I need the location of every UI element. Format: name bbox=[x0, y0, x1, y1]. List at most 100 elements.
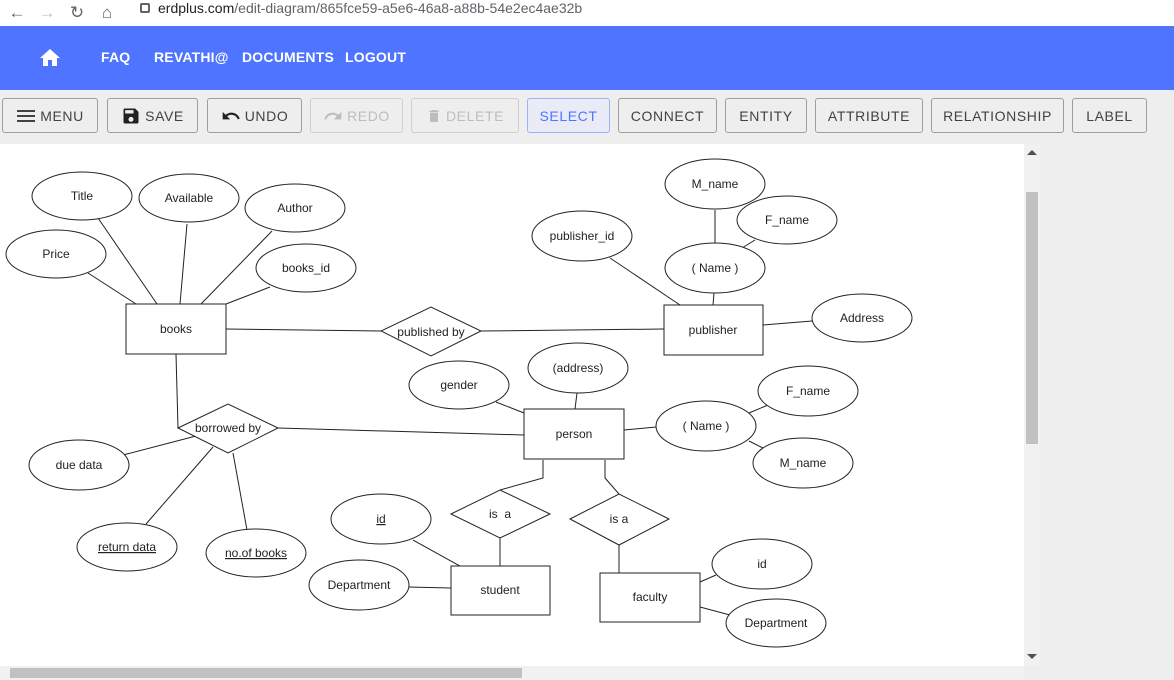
attribute-f-name-person-label: F_name bbox=[786, 384, 830, 398]
undo-button[interactable]: UNDO bbox=[207, 98, 302, 133]
reload-icon[interactable]: ↻ bbox=[69, 3, 85, 22]
hamburger-icon bbox=[17, 109, 36, 122]
attribute-label: ATTRIBUTE bbox=[827, 107, 911, 124]
forward-icon[interactable]: → bbox=[38, 3, 56, 22]
address-bar[interactable]: erdplus.com/edit-diagram/865fce59-a5e6-4… bbox=[134, 0, 582, 20]
attribute-title-label: Title bbox=[71, 189, 94, 203]
attribute-m-name-person[interactable]: M_name bbox=[752, 437, 854, 489]
label-label: LABEL bbox=[1086, 107, 1133, 124]
relationship-button[interactable]: RELATIONSHIP bbox=[931, 98, 1064, 133]
attribute-student-department[interactable]: Department bbox=[308, 559, 410, 611]
save-label: SAVE bbox=[145, 107, 184, 124]
diagram-canvas[interactable]: books publisher person student faculty p… bbox=[0, 144, 1024, 666]
entity-faculty[interactable]: faculty bbox=[599, 572, 701, 623]
redo-icon bbox=[324, 111, 342, 119]
attribute-available-label: Available bbox=[165, 191, 214, 205]
er-diagram[interactable]: books publisher person student faculty p… bbox=[0, 144, 1024, 666]
attribute-m-name-person-label: M_name bbox=[780, 456, 827, 470]
attribute-no-of-books-label: no.of books bbox=[225, 546, 287, 560]
horizontal-scrollbar[interactable] bbox=[0, 666, 1024, 680]
relationship-borrowed-by-label: borrowed by bbox=[195, 421, 261, 435]
save-button[interactable]: SAVE bbox=[107, 98, 198, 133]
attribute-name-publisher[interactable]: ( Name ) bbox=[664, 242, 766, 294]
entity-button[interactable]: ENTITY bbox=[725, 98, 807, 133]
nav-logout[interactable]: LOGOUT bbox=[345, 49, 407, 65]
attribute-name-publisher-label: ( Name ) bbox=[692, 261, 739, 275]
vertical-scroll-thumb[interactable] bbox=[1026, 192, 1038, 444]
relationship-label: RELATIONSHIP bbox=[943, 107, 1052, 124]
relationship-is-a-faculty[interactable]: is a bbox=[568, 493, 671, 546]
attribute-m-name-publisher[interactable]: M_name bbox=[664, 158, 766, 210]
menu-label: MENU bbox=[40, 107, 84, 124]
attribute-due-data[interactable]: due data bbox=[28, 439, 130, 491]
save-icon bbox=[123, 108, 139, 123]
attribute-available[interactable]: Available bbox=[138, 173, 240, 223]
attribute-publisher-id[interactable]: publisher_id bbox=[531, 210, 633, 262]
nav-user[interactable]: REVATHI@ bbox=[154, 49, 229, 65]
nav-documents[interactable]: DOCUMENTS bbox=[242, 49, 335, 65]
attribute-no-of-books[interactable]: no.of books bbox=[205, 528, 307, 578]
attribute-student-department-label: Department bbox=[328, 578, 391, 592]
undo-icon bbox=[222, 111, 240, 119]
attribute-author[interactable]: Author bbox=[244, 183, 346, 233]
attribute-student-id[interactable]: id bbox=[330, 493, 432, 545]
relationship-published-by-label: published by bbox=[397, 325, 464, 339]
vertical-scrollbar[interactable] bbox=[1024, 144, 1040, 666]
nav-faq[interactable]: FAQ bbox=[101, 49, 131, 65]
attribute-due-data-label: due data bbox=[56, 458, 103, 472]
attribute-author-label: Author bbox=[277, 201, 312, 215]
side-panel bbox=[1040, 144, 1174, 680]
delete-button[interactable]: DELETE bbox=[411, 98, 519, 133]
attribute-faculty-id[interactable]: id bbox=[711, 538, 813, 590]
relationship-published-by[interactable]: published by bbox=[379, 306, 483, 357]
attribute-books-id-label: books_id bbox=[282, 261, 330, 275]
attribute-gender[interactable]: gender bbox=[408, 360, 510, 410]
relationship-is-a-faculty-label: is a bbox=[610, 512, 629, 526]
relationship-is-a-student-label: is a bbox=[489, 507, 511, 521]
horizontal-scroll-thumb[interactable] bbox=[10, 668, 522, 678]
attribute-price[interactable]: Price bbox=[5, 229, 107, 279]
menu-button[interactable]: MENU bbox=[2, 98, 98, 133]
relationship-borrowed-by[interactable]: borrowed by bbox=[176, 403, 280, 454]
entity-publisher[interactable]: publisher bbox=[663, 304, 764, 356]
connect-button[interactable]: CONNECT bbox=[618, 98, 717, 133]
attribute-button[interactable]: ATTRIBUTE bbox=[815, 98, 923, 133]
attribute-f-name-person[interactable]: F_name bbox=[757, 365, 859, 417]
select-label: SELECT bbox=[539, 107, 598, 124]
entity-label: ENTITY bbox=[739, 107, 793, 124]
entity-publisher-label: publisher bbox=[689, 323, 738, 337]
back-icon[interactable]: ← bbox=[8, 3, 26, 22]
attribute-return-data[interactable]: return data bbox=[76, 522, 178, 572]
attribute-books-id[interactable]: books_id bbox=[255, 243, 357, 293]
attribute-address-person[interactable]: (address) bbox=[527, 342, 629, 394]
label-button[interactable]: LABEL bbox=[1072, 98, 1147, 133]
redo-label: REDO bbox=[347, 107, 390, 124]
attribute-f-name-publisher[interactable]: F_name bbox=[736, 195, 838, 245]
delete-label: DELETE bbox=[445, 107, 505, 124]
browser-bar: ← → ↻ ⌂ erdplus.com/edit-diagram/865fce5… bbox=[0, 0, 1174, 26]
entity-student[interactable]: student bbox=[450, 565, 551, 616]
trash-icon bbox=[429, 109, 439, 122]
attribute-name-person[interactable]: ( Name ) bbox=[655, 400, 757, 452]
app-header: FAQ REVATHI@ DOCUMENTS LOGOUT bbox=[0, 26, 1174, 90]
lock-icon bbox=[140, 3, 150, 13]
scroll-up-icon[interactable] bbox=[1027, 150, 1037, 155]
attribute-address-publisher[interactable]: Address bbox=[811, 293, 913, 343]
relationship-is-a-student[interactable]: is a bbox=[449, 489, 552, 539]
attribute-faculty-id-label: id bbox=[757, 557, 766, 571]
entity-books[interactable]: books bbox=[125, 303, 227, 355]
attribute-gender-label: gender bbox=[440, 378, 477, 392]
attribute-title[interactable]: Title bbox=[31, 171, 133, 221]
entity-books-label: books bbox=[160, 322, 192, 336]
home-browser-icon[interactable]: ⌂ bbox=[101, 3, 113, 22]
home-icon[interactable] bbox=[38, 46, 62, 70]
attribute-price-label: Price bbox=[42, 247, 70, 261]
redo-button[interactable]: REDO bbox=[310, 98, 403, 133]
select-button[interactable]: SELECT bbox=[527, 98, 610, 133]
attribute-student-id-label: id bbox=[376, 512, 385, 526]
attribute-f-name-publisher-label: F_name bbox=[765, 213, 809, 227]
attribute-faculty-department[interactable]: Department bbox=[725, 598, 827, 648]
scroll-down-icon[interactable] bbox=[1027, 654, 1037, 659]
entity-person-label: person bbox=[556, 427, 593, 441]
entity-person[interactable]: person bbox=[523, 408, 625, 460]
